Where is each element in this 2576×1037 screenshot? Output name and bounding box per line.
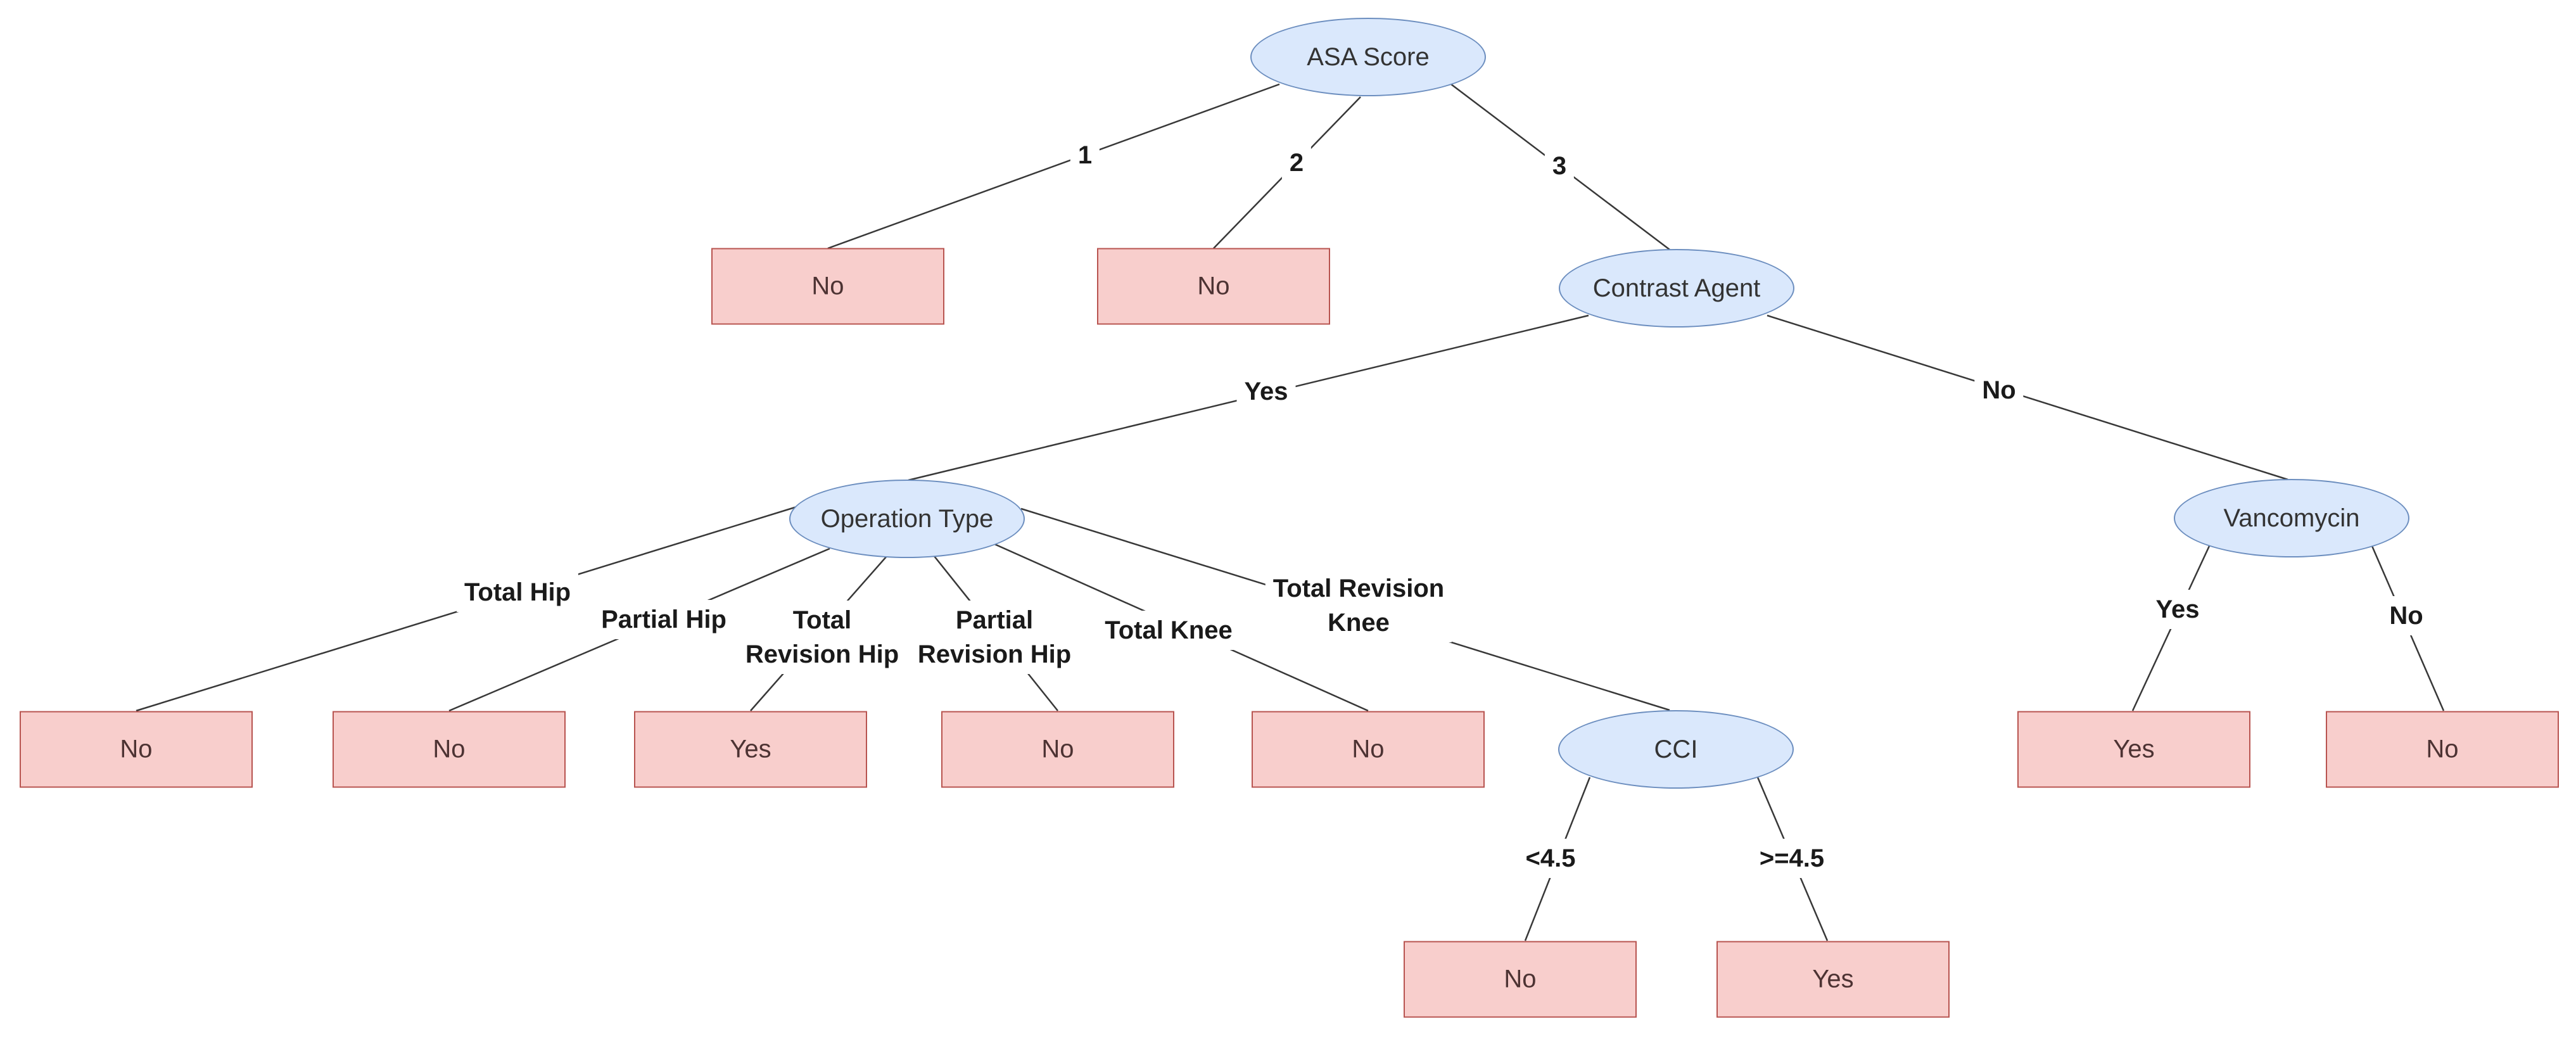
- decision-node-operation-type: Operation Type: [789, 480, 1025, 558]
- edge-label-contrast-agent-to-operation-type: Yes: [1236, 372, 1296, 411]
- edge-label-line: 3: [1552, 152, 1567, 180]
- edge-label-line: 1: [1077, 141, 1093, 169]
- edge-label-vancomycin-to-vancomycin-yes: Yes: [2148, 590, 2207, 629]
- edge-label-asa-score-to-contrast-agent: 3: [1544, 146, 1575, 186]
- edge-asa-score-to-asa-1: [827, 83, 1280, 250]
- decision-node-contrast-agent: Contrast Agent: [1559, 249, 1794, 328]
- leaf-label-cci-high: Yes: [1812, 965, 1854, 993]
- leaf-label-cci-low: No: [1504, 965, 1537, 993]
- edge-label-line: Partial: [955, 606, 1034, 634]
- leaf-label-partial-hip: No: [433, 735, 466, 763]
- edge-label-asa-score-to-asa-2: 2: [1281, 143, 1312, 182]
- edge-label-line: No: [1982, 376, 2016, 404]
- leaf-node-total-revision-hip: Yes: [634, 711, 867, 788]
- leaf-label-total-hip: No: [120, 735, 153, 763]
- leaf-label-total-revision-hip: Yes: [730, 735, 771, 763]
- edge-label-operation-type-to-total-knee: Total Knee: [1097, 611, 1240, 650]
- edge-label-line: 2: [1289, 149, 1304, 177]
- leaf-node-total-knee: No: [1252, 711, 1485, 788]
- decision-node-label-vancomycin: Vancomycin: [2223, 504, 2360, 532]
- edge-label-cci-to-cci-low: <4.5: [1518, 839, 1583, 878]
- edge-label-cci-to-cci-high: >=4.5: [1751, 839, 1832, 878]
- edge-label-line: Total: [792, 606, 852, 634]
- edge-label-line: Revision Hip: [745, 640, 899, 668]
- edge-label-line: Total Knee: [1105, 616, 1233, 644]
- decision-node-cci: CCI: [1558, 710, 1794, 789]
- edge-contrast-agent-to-vancomycin: [1767, 314, 2288, 481]
- leaf-label-vancomycin-no: No: [2426, 735, 2459, 763]
- edge-label-vancomycin-to-vancomycin-no: No: [2382, 596, 2431, 635]
- edge-label-line: Knee: [1328, 609, 1390, 637]
- decision-node-vancomycin: Vancomycin: [2174, 479, 2409, 557]
- edge-label-contrast-agent-to-vancomycin: No: [1974, 371, 2024, 410]
- leaf-node-partial-hip: No: [333, 711, 566, 788]
- edge-label-operation-type-to-total-hip: Total Hip: [456, 573, 579, 612]
- decision-node-label-contrast-agent: Contrast Agent: [1592, 274, 1761, 302]
- edge-label-line: Yes: [2155, 595, 2200, 623]
- edge-label-line: Total Hip: [464, 578, 571, 606]
- leaf-label-asa-2: No: [1197, 272, 1230, 300]
- decision-node-label-cci: CCI: [1654, 735, 1698, 763]
- edge-label-line: Total Revision: [1272, 575, 1445, 602]
- edge-label-line: Revision Hip: [917, 640, 1072, 668]
- edge-label-line: <4.5: [1525, 844, 1576, 872]
- leaf-node-asa-1: No: [711, 248, 944, 325]
- edge-label-line: No: [2389, 602, 2423, 630]
- leaf-label-asa-1: No: [811, 272, 844, 300]
- decision-node-asa-score: ASA Score: [1250, 18, 1486, 96]
- decision-node-label-operation-type: Operation Type: [820, 504, 994, 533]
- decision-node-label-asa-score: ASA Score: [1307, 42, 1430, 71]
- leaf-node-partial-revision-hip: No: [941, 711, 1174, 788]
- leaf-node-cci-low: No: [1404, 941, 1637, 1018]
- leaf-node-vancomycin-no: No: [2326, 711, 2559, 788]
- leaf-node-vancomycin-yes: Yes: [2017, 711, 2250, 788]
- edge-label-operation-type-to-partial-hip: Partial Hip: [593, 600, 734, 639]
- edge-label-line: Partial Hip: [601, 606, 726, 633]
- edge-label-asa-score-to-asa-1: 1: [1070, 136, 1100, 175]
- leaf-node-cci-high: Yes: [1716, 941, 1950, 1018]
- leaf-label-vancomycin-yes: Yes: [2113, 735, 2155, 763]
- leaf-label-partial-revision-hip: No: [1041, 735, 1074, 763]
- leaf-node-asa-2: No: [1097, 248, 1330, 325]
- edge-label-line: Yes: [1244, 378, 1288, 405]
- leaf-label-total-knee: No: [1352, 735, 1385, 763]
- edge-label-line: >=4.5: [1759, 844, 1825, 872]
- leaf-node-total-hip: No: [20, 711, 253, 788]
